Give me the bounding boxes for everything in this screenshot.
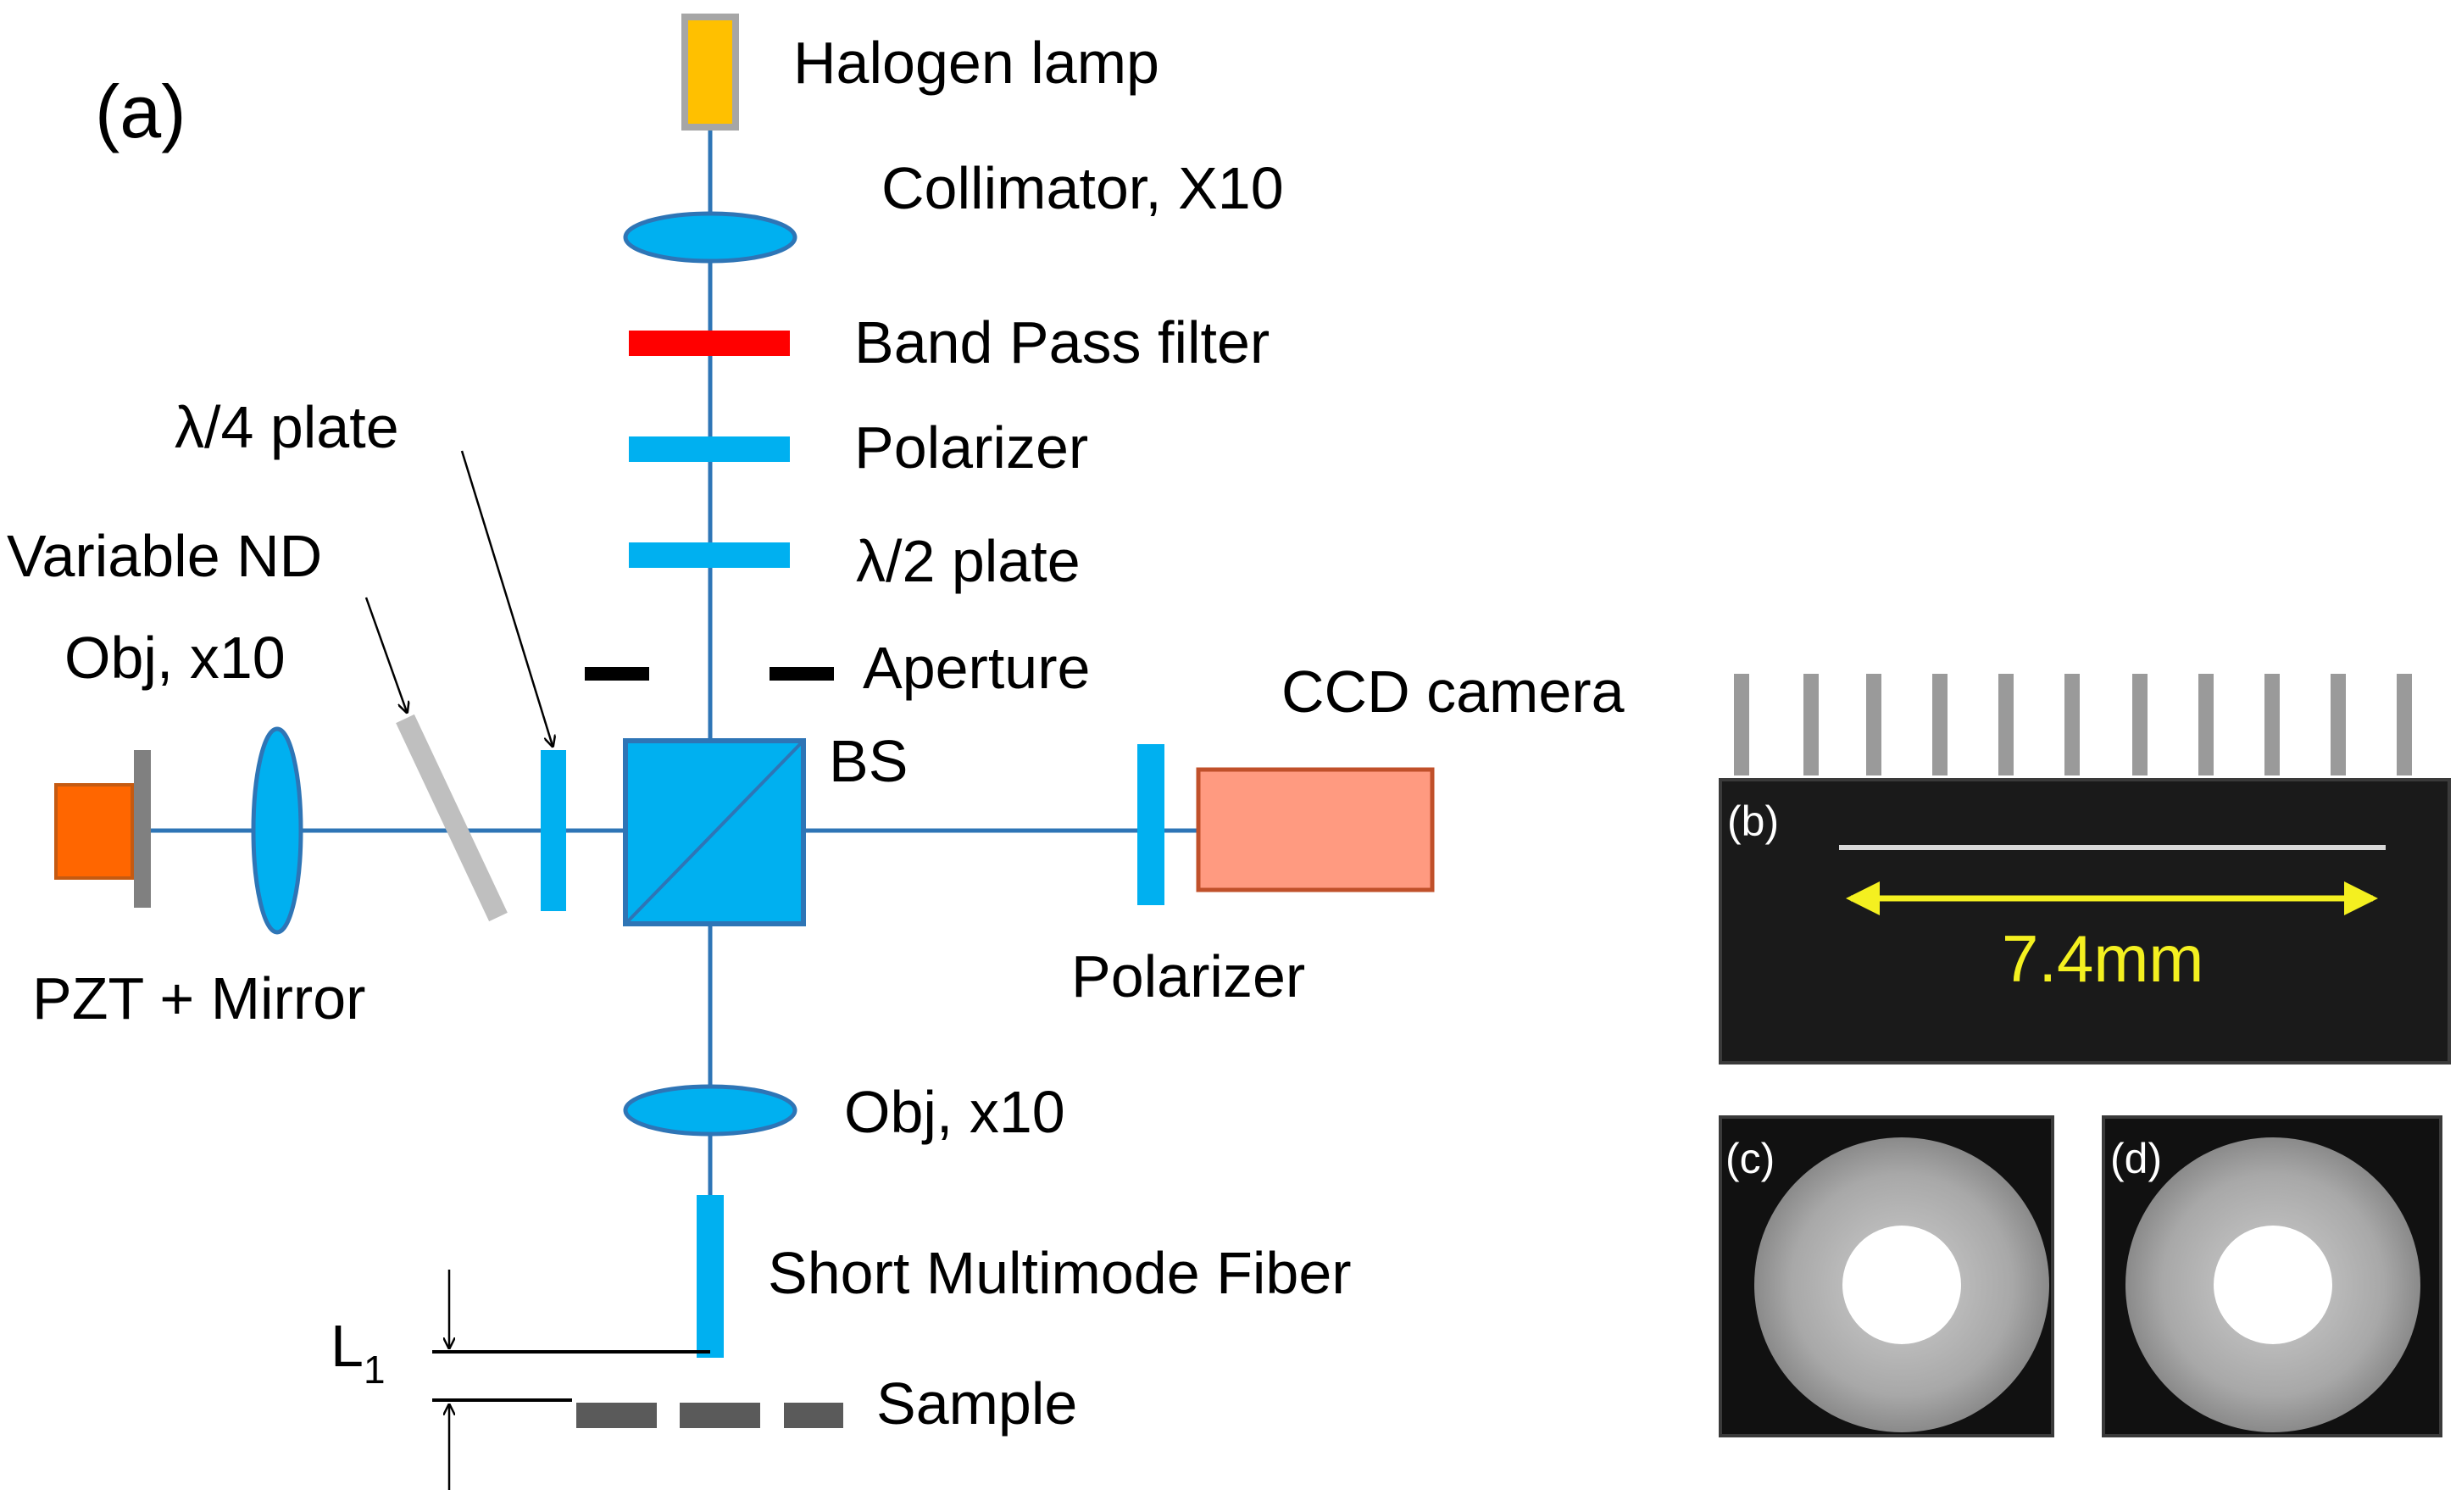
sample-segment — [576, 1403, 657, 1428]
panel-b-photo — [1719, 778, 2451, 1065]
polarizer-top — [629, 436, 790, 462]
measurement-label: 7.4mm — [2002, 921, 2203, 996]
panel-c-label: (c) — [1725, 1135, 1775, 1182]
objective-left-label: Obj, x10 — [64, 625, 286, 691]
quarter-wave-pointer — [460, 450, 553, 746]
fiber-core-c — [1842, 1226, 1961, 1344]
pzt-actuator — [54, 783, 134, 880]
multimode-fiber-label: Short Multimode Fiber — [768, 1240, 1352, 1306]
ccd-camera-label: CCD camera — [1281, 659, 1625, 725]
ccd-camera — [1196, 767, 1435, 892]
panel-b-label: (b) — [1727, 798, 1779, 845]
sample-segment — [784, 1403, 843, 1428]
variable-nd-label: Variable ND — [7, 523, 322, 589]
objective-bottom-lens — [623, 1084, 797, 1137]
fiber-core-d — [2214, 1226, 2332, 1344]
panel-c-image: (c) — [1719, 1115, 2054, 1437]
panel-b-image: 7.4mm (b) — [1719, 670, 2451, 1065]
ruler-strip — [1720, 670, 2449, 778]
aperture-left-blade — [585, 667, 649, 681]
distance-label: L1 — [331, 1313, 386, 1392]
pzt-mirror-label: PZT + Mirror — [32, 965, 365, 1031]
multimode-fiber — [697, 1195, 724, 1358]
panel-a-label: (a) — [95, 69, 186, 153]
variable-nd-pointer — [364, 597, 407, 712]
collimator-label: Collimator, X10 — [881, 155, 1284, 221]
polarizer-right-label: Polarizer — [1071, 943, 1305, 1009]
aperture-right-blade — [770, 667, 834, 681]
collimator-lens — [623, 211, 797, 264]
sample-label: Sample — [876, 1370, 1077, 1437]
mirror — [134, 750, 151, 908]
panel-d-label: (d) — [2110, 1135, 2162, 1182]
quarter-wave-plate-label: λ/4 plate — [175, 394, 399, 460]
polarizer-right — [1137, 744, 1164, 905]
halogen-lamp — [681, 14, 739, 131]
panel-d-image: (d) — [2102, 1115, 2442, 1437]
half-wave-plate — [629, 542, 790, 568]
band-pass-filter-label: Band Pass filter — [854, 309, 1270, 375]
panel-a-schematic: (a) Halogen lamp Collimator, X10 Band Pa… — [7, 14, 1625, 1490]
objective-left-lens — [251, 726, 303, 935]
sample-segment — [680, 1403, 760, 1428]
ruler-ticks — [1734, 674, 2412, 775]
objective-bottom-label: Obj, x10 — [844, 1079, 1065, 1145]
beam-splitter-diagonal — [624, 739, 805, 926]
polarizer-top-label: Polarizer — [854, 414, 1088, 481]
beam-splitter-label: BS — [829, 728, 908, 794]
half-wave-plate-label: λ/2 plate — [856, 528, 1081, 594]
band-pass-filter — [629, 331, 790, 356]
halogen-lamp-label: Halogen lamp — [793, 30, 1159, 96]
variable-nd-filter — [396, 714, 508, 922]
aperture-label: Aperture — [863, 635, 1090, 701]
distance-subscript: 1 — [364, 1348, 386, 1392]
quarter-wave-plate — [541, 750, 566, 911]
